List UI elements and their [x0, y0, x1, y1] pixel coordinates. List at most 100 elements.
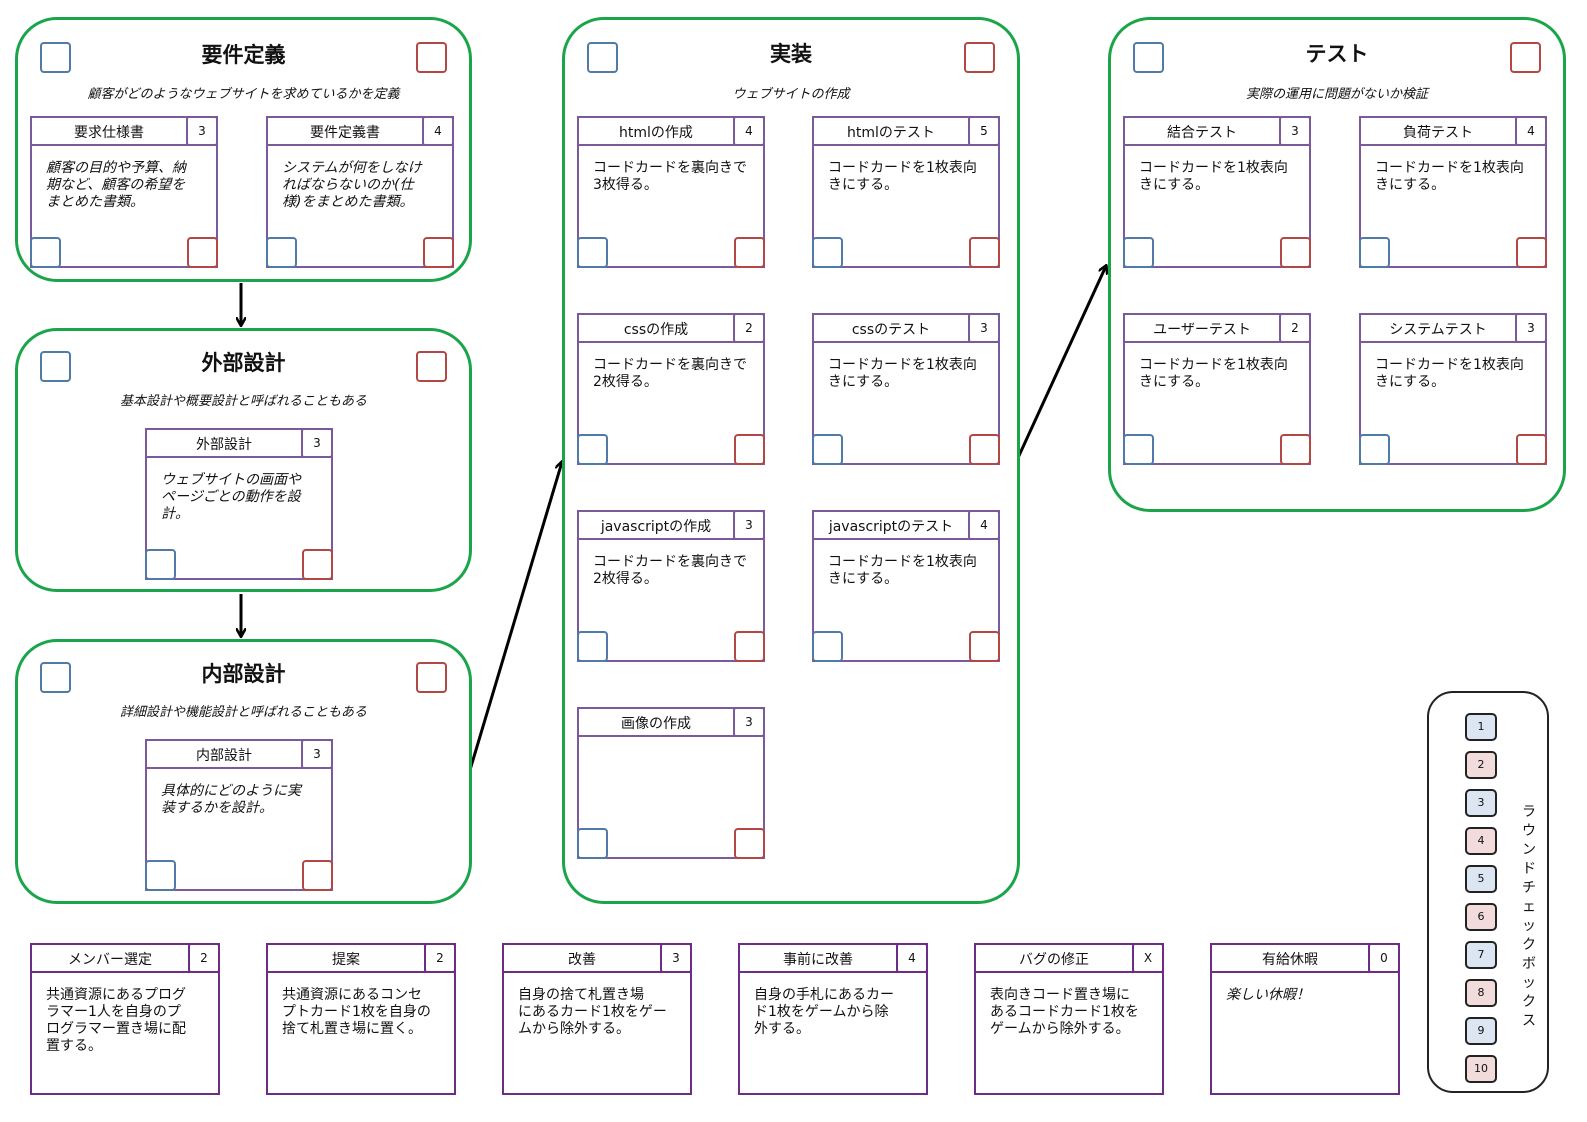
arrow-impl-to-test — [1015, 266, 1106, 461]
card-header: 負荷テスト 4 — [1361, 116, 1547, 146]
check-box-red[interactable] — [302, 860, 333, 891]
card-header: 外部設計 3 — [147, 428, 333, 458]
check-box-red[interactable] — [734, 237, 765, 268]
round-check-label: ラウンドチェックボックス — [1522, 804, 1536, 1029]
check-box-red[interactable] — [1280, 434, 1311, 465]
check-box-red[interactable] — [734, 434, 765, 465]
check-box-blue[interactable] — [1123, 237, 1154, 268]
check-box-red[interactable] — [969, 631, 1000, 662]
card-header: 結合テスト 3 — [1125, 116, 1311, 146]
check-box-red[interactable] — [969, 434, 1000, 465]
arrow-int-to-impl — [468, 462, 562, 771]
check-box-blue[interactable] — [587, 42, 618, 73]
card-javascript-test[interactable]: javascriptのテスト 4 コードカードを1枚表向 きにする。 — [812, 510, 1000, 662]
action-card-proposal[interactable]: 提案 2 共通資源にあるコンセ プトカード1枚を自身の 捨て札置き場に置く。 — [266, 943, 456, 1095]
action-card-paid-leave[interactable]: 有給休暇 0 楽しい休暇！ — [1210, 943, 1400, 1095]
card-internal-design[interactable]: 内部設計 3 具体的にどのように実 装するかを設計。 — [145, 739, 333, 891]
card-body: コードカードを1枚表向 きにする。 — [828, 554, 977, 587]
check-box-blue[interactable] — [577, 631, 608, 662]
check-box-blue[interactable] — [577, 828, 608, 859]
phase-title: 外部設計 — [201, 351, 286, 375]
action-card-pre-improve[interactable]: 事前に改善 4 自身の手札にあるカー ド1枚をゲームから除 外する。 — [738, 943, 928, 1095]
action-card-member-select[interactable]: メンバー選定 2 共通資源にあるプログ ラマー1人を自身のプ ログラマー置き場に… — [30, 943, 220, 1095]
round-check-box[interactable]: 10 — [1465, 1055, 1497, 1083]
card-requirement-spec[interactable]: 要求仕様書 3 顧客の目的や予算、納 期など、顧客の希望を まとめた書類。 — [30, 116, 218, 268]
check-box-red[interactable] — [1280, 237, 1311, 268]
check-box-red[interactable] — [734, 631, 765, 662]
check-box-blue[interactable] — [1133, 42, 1164, 73]
check-box-blue[interactable] — [1359, 237, 1390, 268]
check-box-blue[interactable] — [812, 237, 843, 268]
round-check-box[interactable]: 8 — [1465, 979, 1497, 1007]
phase-subtitle: 顧客がどのようなウェブサイトを求めているかを定義 — [87, 87, 400, 102]
check-box-blue[interactable] — [40, 662, 71, 693]
card-cost: 3 — [733, 510, 765, 540]
card-css-test[interactable]: cssのテスト 3 コードカードを1枚表向 きにする。 — [812, 313, 1000, 465]
check-box-red[interactable] — [969, 237, 1000, 268]
card-body: 具体的にどのように実 装するかを設計。 — [161, 783, 301, 816]
check-box-red[interactable] — [1516, 434, 1547, 465]
card-body: システムが何をしなけ ればならないのか(仕 様)をまとめた書類。 — [282, 160, 422, 210]
round-check-box[interactable]: 3 — [1465, 789, 1497, 817]
check-box-blue[interactable] — [812, 631, 843, 662]
card-cost: 4 — [896, 943, 928, 973]
phase-title: 要件定義 — [201, 43, 286, 67]
round-check-box[interactable]: 4 — [1465, 827, 1497, 855]
check-box-red[interactable] — [416, 662, 447, 693]
phase-title: テスト — [1305, 42, 1369, 66]
card-body: コードカードを1枚表向 きにする。 — [828, 160, 977, 193]
card-javascript-create[interactable]: javascriptの作成 3 コードカードを裏向きで 2枚得る。 — [577, 510, 765, 662]
card-title: 画像の作成 — [621, 716, 691, 732]
round-check-box[interactable]: 2 — [1465, 751, 1497, 779]
card-load-test[interactable]: 負荷テスト 4 コードカードを1枚表向 きにする。 — [1359, 116, 1547, 268]
check-box-blue[interactable] — [145, 549, 176, 580]
action-card-bug-fix[interactable]: バグの修正 X 表向きコード置き場に あるコードカード1枚を ゲームから除外する… — [974, 943, 1164, 1095]
check-box-red[interactable] — [416, 42, 447, 73]
check-box-blue[interactable] — [577, 434, 608, 465]
check-box-blue[interactable] — [40, 351, 71, 382]
check-box-red[interactable] — [423, 237, 454, 268]
card-title: メンバー選定 — [68, 952, 152, 968]
card-image-create[interactable]: 画像の作成 3 — [577, 707, 765, 859]
check-box-red[interactable] — [302, 549, 333, 580]
card-cost: 3 — [301, 739, 333, 769]
card-cost: 3 — [968, 313, 1000, 343]
check-box-blue[interactable] — [812, 434, 843, 465]
round-check-box[interactable]: 1 — [1465, 713, 1497, 741]
card-html-create[interactable]: htmlの作成 4 コードカードを裏向きで 3枚得る。 — [577, 116, 765, 268]
check-box-red[interactable] — [1516, 237, 1547, 268]
check-box-blue[interactable] — [1123, 434, 1154, 465]
check-box-blue[interactable] — [266, 237, 297, 268]
card-user-test[interactable]: ユーザーテスト 2 コードカードを1枚表向 きにする。 — [1123, 313, 1311, 465]
card-css-create[interactable]: cssの作成 2 コードカードを裏向きで 2枚得る。 — [577, 313, 765, 465]
check-box-red[interactable] — [964, 42, 995, 73]
round-check-box[interactable]: 7 — [1465, 941, 1497, 969]
card-title: 内部設計 — [196, 748, 252, 764]
check-box-red[interactable] — [416, 351, 447, 382]
round-check-box[interactable]: 9 — [1465, 1017, 1497, 1045]
card-integration-test[interactable]: 結合テスト 3 コードカードを1枚表向 きにする。 — [1123, 116, 1311, 268]
card-header: 有給休暇 0 — [1212, 943, 1400, 973]
card-requirement-definition[interactable]: 要件定義書 4 システムが何をしなけ ればならないのか(仕 様)をまとめた書類。 — [266, 116, 454, 268]
card-cost: 2 — [1279, 313, 1311, 343]
card-header: cssの作成 2 — [579, 313, 765, 343]
check-box-blue[interactable] — [1359, 434, 1390, 465]
card-title: 有給休暇 — [1262, 952, 1318, 968]
check-box-red[interactable] — [1510, 42, 1541, 73]
card-external-design[interactable]: 外部設計 3 ウェブサイトの画面や ページごとの動作を設 計。 — [145, 428, 333, 580]
card-html-test[interactable]: htmlのテスト 5 コードカードを1枚表向 きにする。 — [812, 116, 1000, 268]
action-card-improve[interactable]: 改善 3 自身の捨て札置き場 にあるカード1枚をゲー ムから除外する。 — [502, 943, 692, 1095]
check-box-blue[interactable] — [145, 860, 176, 891]
card-cost: 3 — [733, 707, 765, 737]
round-check-box[interactable]: 6 — [1465, 903, 1497, 931]
round-check-box[interactable]: 5 — [1465, 865, 1497, 893]
check-box-red[interactable] — [187, 237, 218, 268]
check-box-red[interactable] — [734, 828, 765, 859]
check-box-blue[interactable] — [577, 237, 608, 268]
card-header: 改善 3 — [504, 943, 692, 973]
card-title: バグの修正 — [1019, 952, 1089, 968]
card-header: javascriptの作成 3 — [579, 510, 765, 540]
check-box-blue[interactable] — [40, 42, 71, 73]
check-box-blue[interactable] — [30, 237, 61, 268]
card-system-test[interactable]: システムテスト 3 コードカードを1枚表向 きにする。 — [1359, 313, 1547, 465]
